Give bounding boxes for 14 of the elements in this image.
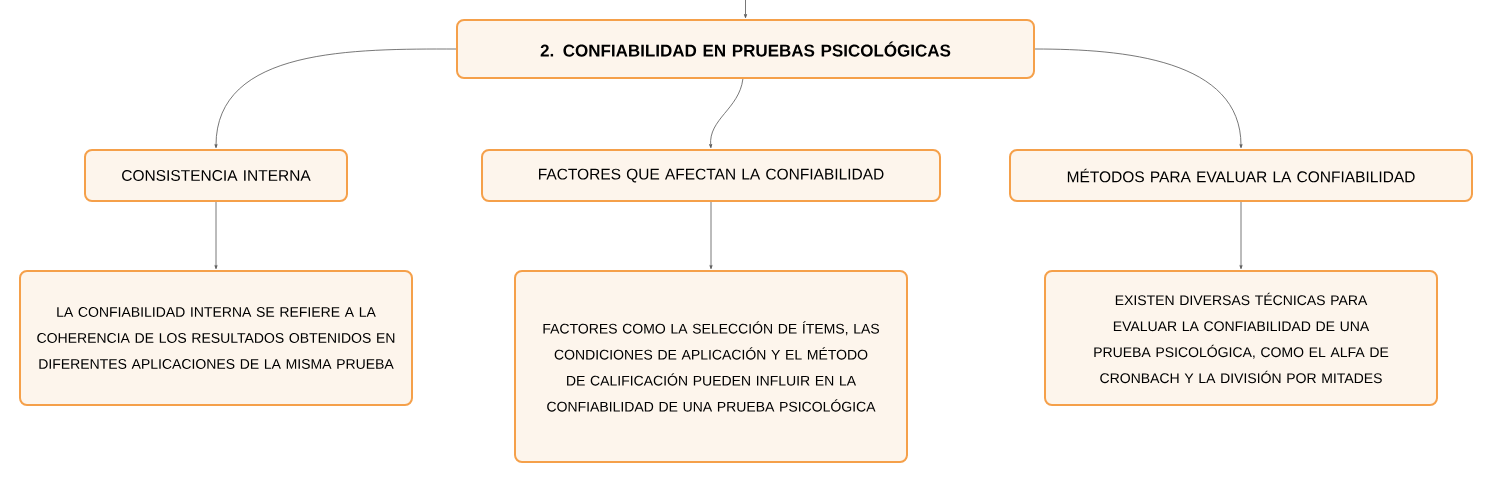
- title-box: 2. CONFIABILIDAD EN PRUEBAS PSICOLÓGICAS: [456, 19, 1035, 79]
- arrow: [709, 201, 713, 270]
- topic-box: MÉTODOS PARA EVALUAR LA CONFIABILIDAD: [1009, 149, 1473, 202]
- description-box: EXISTEN DIVERSAS TÉCNICAS PARA EVALUAR LA CONFIABILIDAD DE UNA PRUEBA PSICOLÓGICA, COMO EL ALFA DE CRONBACH Y LA DIVISIÓN POR MITADES: [1044, 270, 1438, 406]
- description-box: FACTORES COMO LA SELECCIÓN DE ÍTEMS, LAS CONDICIONES DE APLICACIÓN Y EL MÉTODO DE CALIFICACIÓN PUEDEN INFLUIR EN LA CONFIABILIDAD DE UNA PRUEBA PSICOLÓGICA: [514, 270, 908, 463]
- arrow: [709, 78, 744, 149]
- arrow: [214, 201, 218, 270]
- arrow: [1034, 48, 1243, 149]
- arrow: [1239, 201, 1243, 270]
- topic-box: CONSISTENCIA INTERNA: [84, 149, 348, 202]
- arrow: [744, 0, 748, 19]
- description-box: LA CONFIABILIDAD INTERNA SE REFIERE A LA COHERENCIA DE LOS RESULTADOS OBTENIDOS EN DIFERENTES APLICACIONES DE LA MISMA PRUEBA: [19, 270, 413, 406]
- arrow: [214, 48, 457, 149]
- topic-box: FACTORES QUE AFECTAN LA CONFIABILIDAD: [481, 149, 941, 202]
